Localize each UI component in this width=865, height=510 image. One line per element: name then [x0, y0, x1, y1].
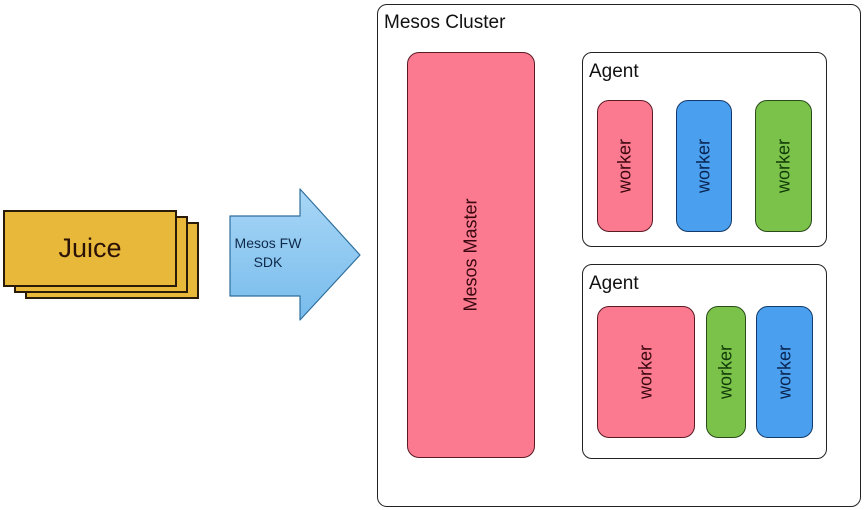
sdk-arrow — [229, 188, 361, 321]
worker-label: worker — [614, 138, 635, 194]
agent-1-worker-2: worker — [676, 100, 732, 232]
mesos-master: Mesos Master — [407, 52, 535, 458]
mesos-cluster-title: Mesos Cluster — [384, 12, 506, 33]
worker-label: worker — [774, 344, 794, 400]
worker-label: worker — [715, 344, 736, 400]
mesos-master-label: Mesos Master — [460, 198, 481, 312]
worker-label: worker — [773, 138, 793, 194]
worker-label: worker — [693, 138, 714, 194]
sdk-arrow-shape — [229, 188, 361, 321]
juice-card: Juice — [3, 210, 177, 287]
worker-label: worker — [635, 344, 656, 400]
agent-2-worker-2: worker — [706, 306, 746, 438]
sdk-arrow-label-line2: SDK — [253, 254, 283, 270]
agent-2-worker-1: worker — [597, 306, 695, 438]
agent-2-title: Agent — [589, 273, 639, 294]
agent-1-worker-3: worker — [755, 100, 812, 232]
agent-1-worker-1: worker — [597, 100, 653, 232]
sdk-arrow-label-line1: Mesos FW — [234, 235, 302, 251]
agent-1-title: Agent — [589, 61, 639, 82]
agent-2-worker-3: worker — [756, 306, 813, 438]
juice-label: Juice — [58, 233, 122, 263]
sdk-arrow-label: Mesos FW SDK — [232, 234, 304, 272]
